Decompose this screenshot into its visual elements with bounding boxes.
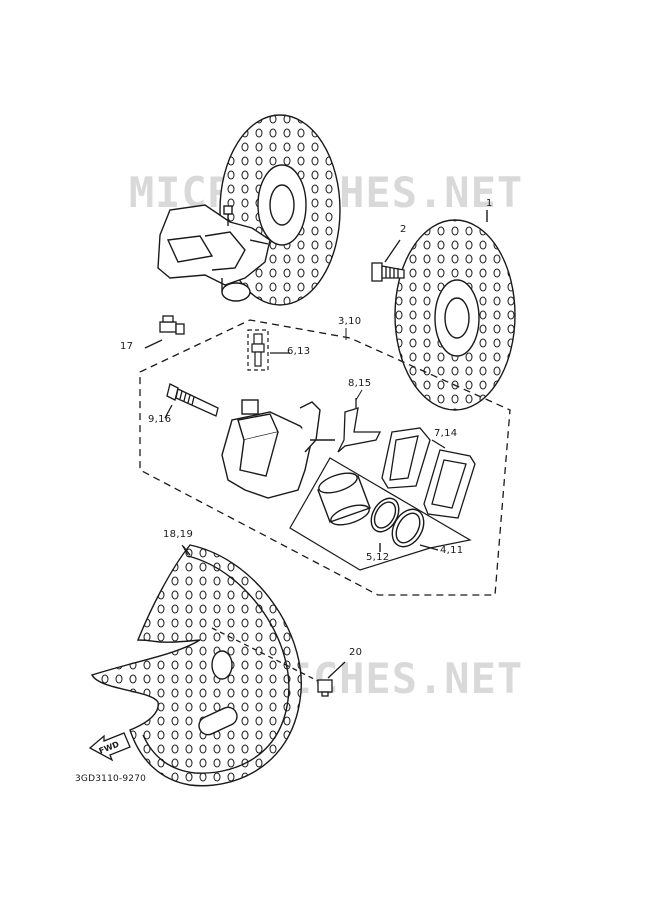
- callout-part-3-10: 3,10: [338, 316, 362, 327]
- disc-guard-part-18-19: [90, 544, 302, 787]
- caliper-assembly-boundary: [139, 319, 511, 596]
- pin-bolt-part-9-16: [164, 383, 219, 419]
- callout-part-7-14: 7,14: [434, 428, 458, 439]
- callout-part-4-11: 4,11: [440, 545, 464, 556]
- callout-part-8-15: 8,15: [348, 378, 372, 389]
- callout-part-9-16: 9,16: [148, 414, 172, 425]
- callout-part-17: 17: [120, 341, 134, 352]
- assembled-disc-caliper: [157, 114, 341, 306]
- pad-kit-boundary: [289, 457, 472, 571]
- bolt-part-20: [211, 627, 346, 697]
- brake-disc-part-1: [394, 210, 516, 411]
- callout-part-1: 1: [486, 198, 493, 209]
- diagram-code: 3GD3110-9270: [75, 774, 147, 784]
- callout-part-18-19: 18,19: [163, 529, 194, 540]
- callout-part-5-12: 5,12: [366, 552, 390, 563]
- callout-part-2: 2: [400, 224, 407, 235]
- leader-lines: [181, 328, 363, 556]
- piston-seals-part-4-11-5-12: [370, 497, 439, 552]
- bolt-part-17: [144, 315, 185, 349]
- pad-spring-part-8-15: [337, 398, 382, 453]
- callout-part-6-13: 6,13: [287, 346, 311, 357]
- piston: [317, 472, 371, 526]
- bleed-screw-part-6-13: [247, 329, 290, 371]
- callout-part-20: 20: [349, 647, 363, 658]
- brake-pads-part-7-14: [381, 427, 476, 519]
- forward-arrow-icon: FWD: [88, 732, 131, 762]
- bolt-part-2: [371, 239, 405, 282]
- caliper-body-part-3-10: [221, 399, 335, 499]
